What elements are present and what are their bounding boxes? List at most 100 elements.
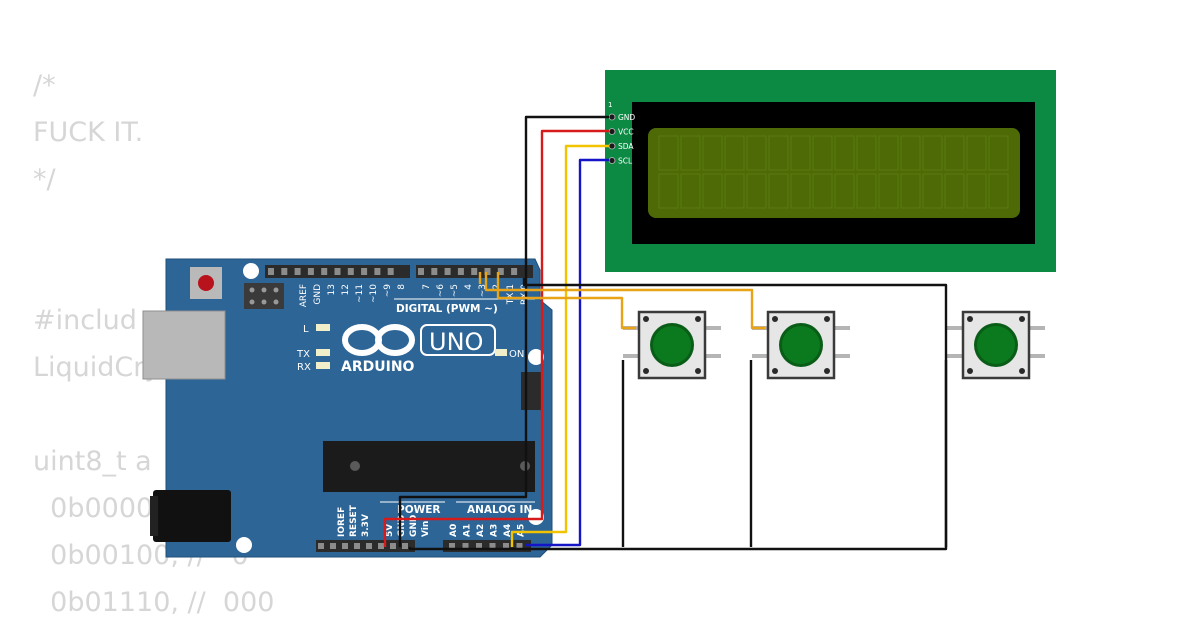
- header-pin[interactable]: [347, 268, 354, 275]
- lcd-char-cell: [702, 173, 723, 209]
- header-pin[interactable]: [484, 268, 491, 275]
- digital-pin-label: 12: [341, 284, 351, 295]
- lcd-char-cell: [966, 173, 987, 209]
- lcd-char-cell: [856, 173, 877, 209]
- lcd-char-cell: [812, 135, 833, 171]
- mounting-hole: [528, 509, 544, 525]
- code-line: FUCK IT.: [33, 117, 144, 148]
- header-pin[interactable]: [334, 268, 341, 275]
- reset-button[interactable]: [190, 267, 222, 299]
- lcd-char-cell: [922, 135, 943, 171]
- header-pin[interactable]: [330, 543, 336, 549]
- wire-signal-button-1: [496, 272, 636, 330]
- push-button[interactable]: [623, 310, 721, 380]
- digital-header[interactable]: [265, 265, 533, 278]
- digital-pin-label: ~10: [369, 284, 379, 303]
- header-pin[interactable]: [471, 268, 478, 275]
- lcd-char-cell: [702, 135, 723, 171]
- lcd-char-cell: [878, 135, 899, 171]
- push-button[interactable]: [947, 310, 1045, 380]
- lcd-pin[interactable]: [608, 113, 616, 121]
- led-tx: [316, 349, 330, 356]
- header-pin[interactable]: [321, 268, 328, 275]
- lcd-char-cell: [768, 135, 789, 171]
- header-pin[interactable]: [307, 268, 314, 275]
- header-pin[interactable]: [390, 543, 396, 549]
- header-pin[interactable]: [511, 268, 518, 275]
- header-pin[interactable]: [476, 543, 482, 549]
- lcd-pin[interactable]: [608, 128, 616, 135]
- header-pin[interactable]: [497, 268, 504, 275]
- digital-pin-label: AREF: [299, 284, 309, 307]
- button-cap: [977, 326, 1015, 364]
- header-pin[interactable]: [294, 268, 301, 275]
- header-pin[interactable]: [318, 543, 324, 549]
- arduino-logo-icon: [342, 324, 415, 356]
- header-pin[interactable]: [489, 543, 496, 549]
- lcd-char-cell: [746, 135, 767, 171]
- header-pin[interactable]: [503, 543, 509, 549]
- lcd-char-cell: [834, 135, 855, 171]
- lcd-pin-label: SDA: [618, 142, 634, 151]
- code-line: 0b01110, // 000: [33, 587, 275, 618]
- lcd-char-cell: [724, 173, 745, 209]
- header-pin[interactable]: [444, 268, 451, 275]
- code-line: 0b0000: [33, 493, 154, 524]
- led-rx: [316, 362, 330, 369]
- lcd-pin-label: SCL: [618, 157, 633, 166]
- led-on: [495, 349, 507, 356]
- code-line: */: [33, 164, 56, 195]
- lcd-char-cell: [988, 135, 1009, 171]
- mounting-hole: [528, 349, 544, 365]
- button-screw: [695, 368, 701, 374]
- header-pin[interactable]: [342, 543, 348, 549]
- lcd-char-cell: [812, 173, 833, 209]
- power-pin-label: 5V: [385, 524, 395, 537]
- button-leg: [947, 354, 963, 358]
- wire-sda-lcd: [510, 144, 609, 547]
- analog-pin-label: A4: [503, 524, 513, 537]
- button-leg: [834, 354, 850, 358]
- button-screw: [1019, 368, 1025, 374]
- lcd-pin[interactable]: [608, 157, 616, 164]
- header-pin[interactable]: [268, 268, 274, 275]
- lcd-screen: [648, 128, 1020, 218]
- lcd-char-cell: [944, 135, 965, 171]
- header-pin[interactable]: [361, 268, 368, 275]
- icsp-header: [244, 283, 284, 309]
- lcd-pin[interactable]: [608, 142, 616, 150]
- header-pin[interactable]: [457, 268, 464, 275]
- lcd-pin-label: GND: [618, 113, 635, 122]
- button-cap: [653, 326, 691, 364]
- header-pin[interactable]: [378, 543, 384, 549]
- header-pin[interactable]: [462, 543, 469, 549]
- led-l: [316, 324, 330, 331]
- led-tx-label: TX: [296, 349, 310, 360]
- header-pin[interactable]: [354, 543, 360, 549]
- header-pin[interactable]: [431, 268, 438, 275]
- header-pin[interactable]: [418, 268, 424, 275]
- lcd-char-cell: [900, 135, 921, 171]
- header-pin[interactable]: [281, 268, 288, 275]
- header-pin[interactable]: [374, 268, 381, 275]
- header-pin[interactable]: [387, 268, 394, 275]
- uno-model-label: UNO: [429, 328, 483, 356]
- button-screw: [772, 316, 778, 322]
- header-pin[interactable]: [516, 543, 523, 549]
- header-pin[interactable]: [366, 543, 372, 549]
- header-pin[interactable]: [402, 543, 408, 549]
- button-screw: [967, 368, 973, 374]
- lcd-char-cell: [900, 173, 921, 209]
- digital-pin-label: 13: [327, 284, 337, 295]
- header-pin[interactable]: [449, 543, 455, 549]
- button-cap: [782, 326, 820, 364]
- wire-signal-button-2: [484, 272, 765, 330]
- button-screw: [643, 368, 649, 374]
- analog-pin-label: A2: [476, 524, 486, 537]
- digital-pin-label: GND: [313, 284, 323, 305]
- push-button[interactable]: [752, 310, 850, 380]
